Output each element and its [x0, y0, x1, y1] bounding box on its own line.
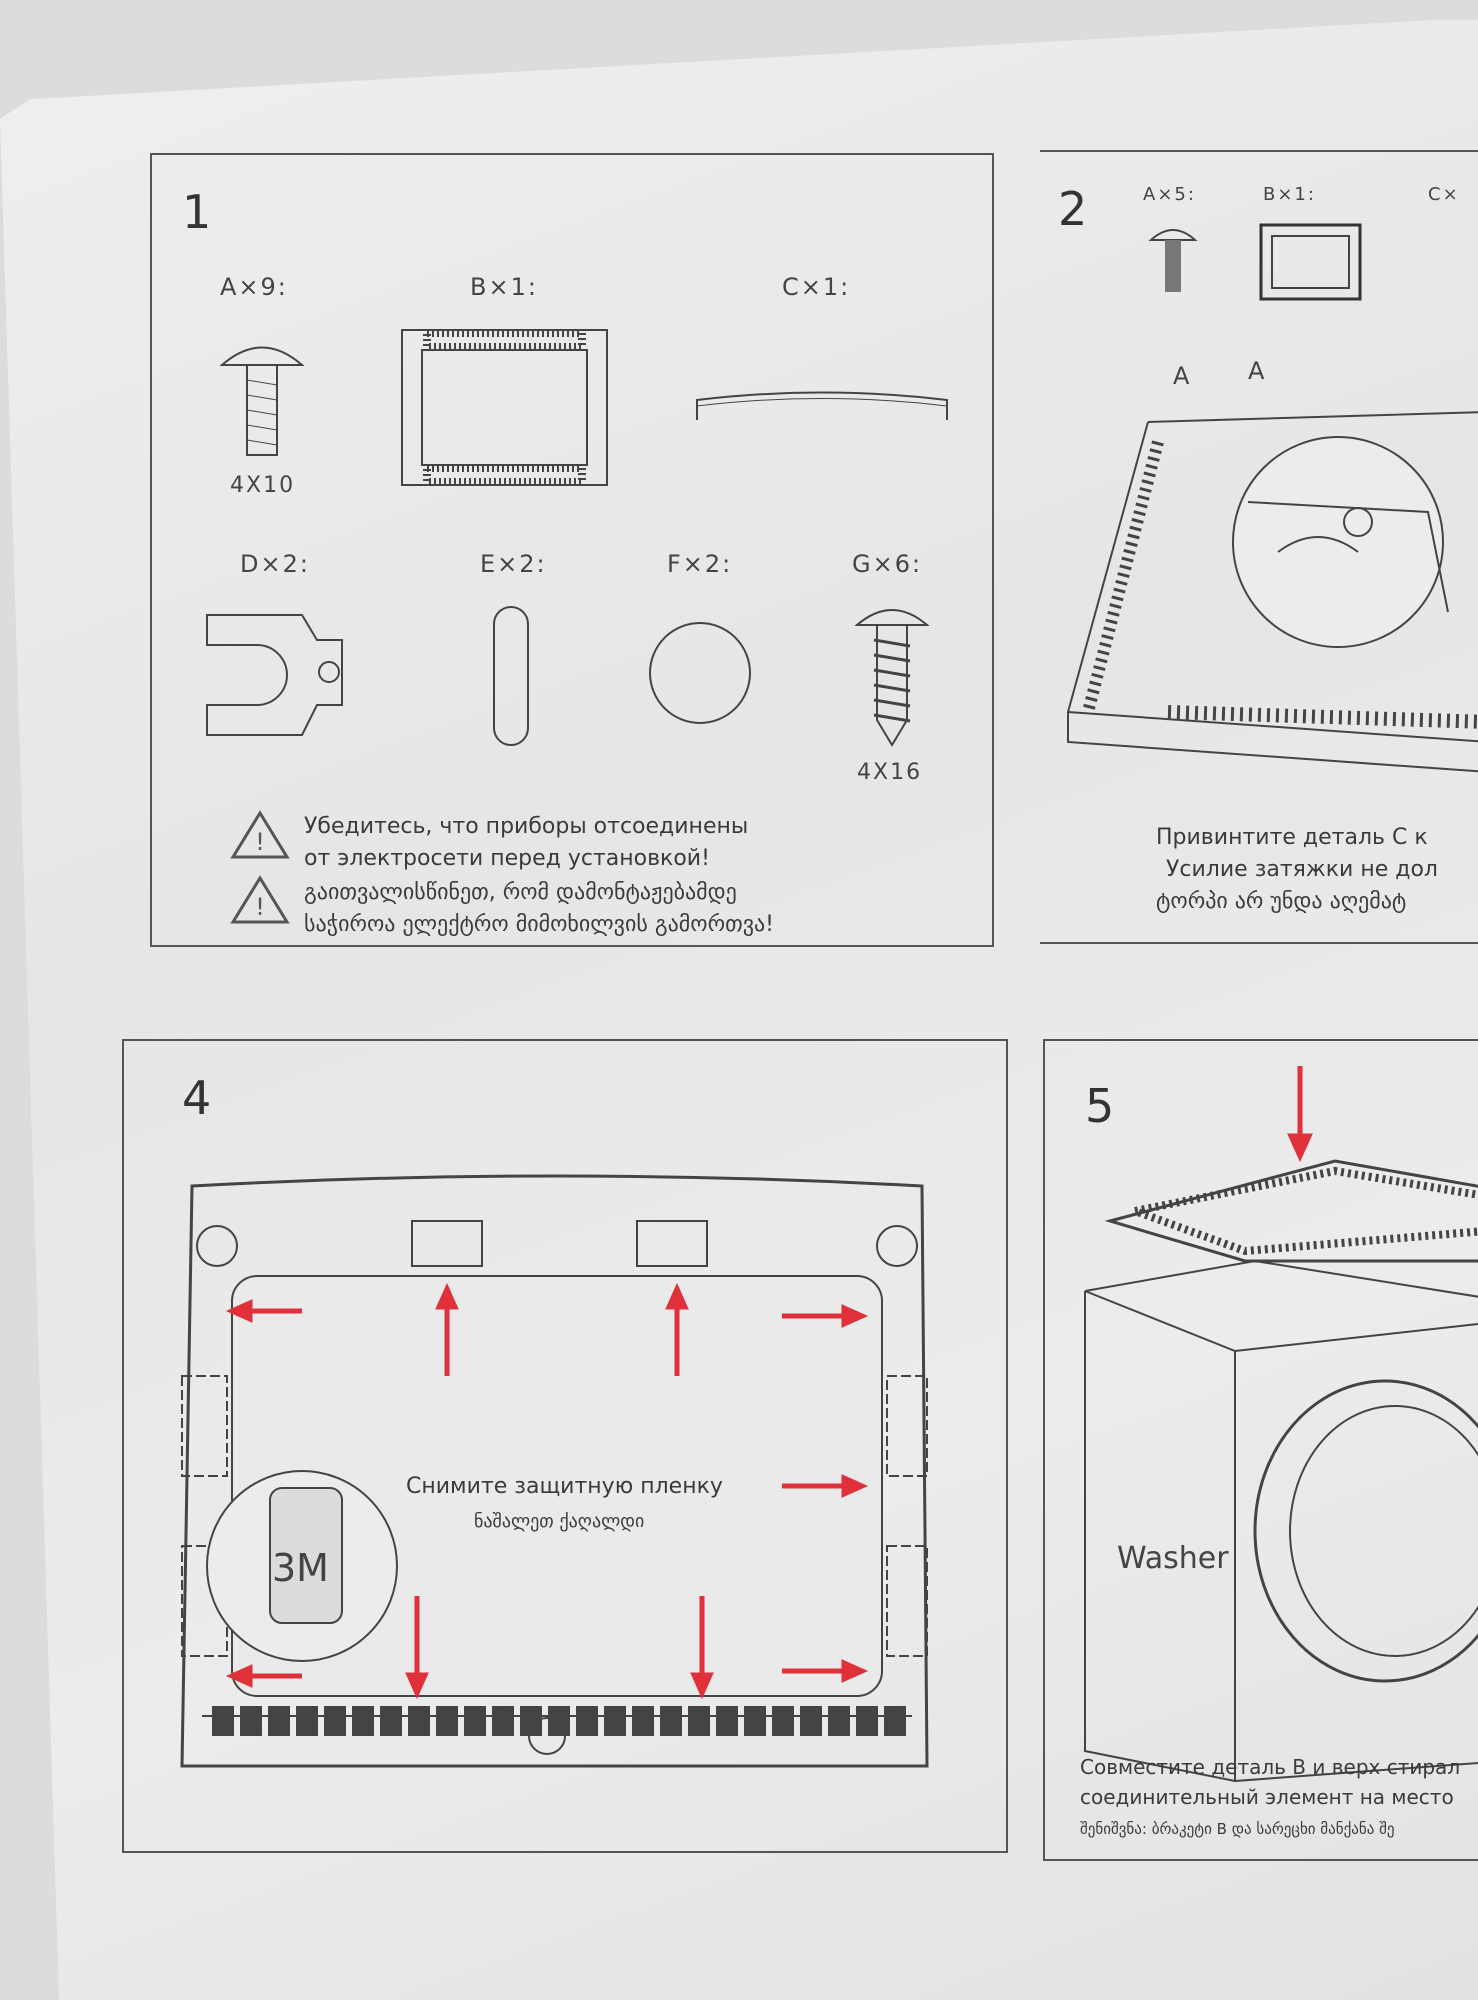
- arrows: [225, 1282, 869, 1700]
- instruction-line-3: შენიშვნა: ბრაკეტი B და სარეცხი მანქანა შ…: [1080, 1820, 1395, 1838]
- step-4-panel: 4 3M Снимите защитную пленку ნაშალეთ ქაღ…: [122, 1039, 1008, 1853]
- part-a-label: A×5:: [1143, 184, 1196, 205]
- part-c-label: C×: [1428, 184, 1460, 205]
- instruction-line-2: Усилие затяжки не дол: [1166, 857, 1438, 882]
- step-number: 4: [182, 1071, 212, 1125]
- instruction-line-2: соединительный элемент на место: [1080, 1785, 1454, 1809]
- part-f-label: F×2:: [667, 550, 733, 578]
- part-e-label: E×2:: [480, 550, 547, 578]
- washer-label: Washer: [1117, 1541, 1229, 1576]
- washer-with-bracket-illustration: [1084, 1066, 1478, 1783]
- svg-text:!: !: [255, 893, 265, 921]
- rail-c-icon: [696, 391, 948, 420]
- step-number: 5: [1085, 1079, 1115, 1133]
- svg-text:!: !: [255, 828, 265, 856]
- part-a-size: 4X10: [230, 473, 296, 498]
- step-1-panel: 1 A×9: B×1: C×1: 4X10 D×2: E×2: F×2: G×6…: [150, 153, 994, 947]
- part-c-label: C×1:: [782, 273, 851, 301]
- instruction-line-3: ტორპი არ უნდა აღემატ: [1156, 889, 1407, 914]
- step-2-panel: 2 A×5: B×1: C× A A Привинтите деталь С к…: [1040, 150, 1478, 944]
- step-number: 1: [182, 185, 212, 239]
- part-a-label: A×9:: [220, 273, 288, 301]
- part-d-label: D×2:: [240, 550, 310, 578]
- foot-d-icon: [206, 614, 343, 736]
- tape-3m-label: 3M: [272, 1546, 329, 1590]
- remove-film-ka: ნაშალეთ ქაღალდი: [474, 1511, 645, 1532]
- instruction-line-1: Совместите деталь В и верх стирал: [1080, 1755, 1461, 1779]
- bracket-b-icon: [401, 329, 608, 486]
- pad-f-icon: [649, 622, 751, 724]
- callout-a: A: [1248, 357, 1267, 385]
- step-5-panel: 5 Washer Совместите деталь В и верх стир…: [1043, 1039, 1478, 1861]
- callout-a: A: [1173, 362, 1192, 390]
- warning-icon: !: [230, 810, 290, 859]
- pad-e-icon: [493, 606, 529, 746]
- base-frame-illustration: [1067, 411, 1478, 773]
- warning-ru-line-2: от электросети перед установкой!: [304, 846, 710, 871]
- screw-g-icon: [854, 609, 930, 747]
- warning-ka-line-2: საჭიროა ელექტრო მიმოხილვის გამორთვა!: [304, 912, 774, 937]
- part-g-size: 4X16: [857, 760, 923, 785]
- base-frame-top-view: [180, 1174, 929, 1768]
- screw-a-icon: [219, 346, 305, 456]
- bracket-b-icon: [1259, 223, 1362, 301]
- remove-film-ru: Снимите защитную пленку: [406, 1474, 723, 1499]
- warning-icon: !: [230, 875, 290, 924]
- warning-ru-line-1: Убедитесь, что приборы отсоединены: [304, 814, 749, 839]
- screw-a-icon: [1148, 229, 1198, 292]
- instruction-line-1: Привинтите деталь С к: [1156, 825, 1428, 850]
- step-number: 2: [1058, 182, 1088, 236]
- part-b-label: B×1:: [1263, 184, 1316, 205]
- part-g-label: G×6:: [852, 550, 923, 578]
- warning-ka-line-1: გაითვალისწინეთ, რომ დამონტაჟებამდე: [304, 880, 737, 905]
- part-b-label: B×1:: [470, 273, 538, 301]
